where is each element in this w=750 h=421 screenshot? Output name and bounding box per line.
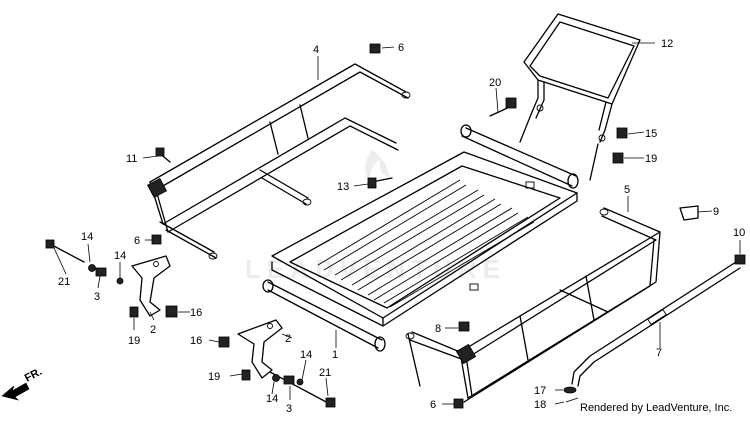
front-direction-indicator: FR. [1,366,44,401]
callout-6: 6 [398,42,404,54]
callout-6: 6 [430,399,436,411]
part-12-back-rack [519,13,641,181]
bolt-21-left [49,243,85,263]
callout-14: 14 [81,231,93,243]
spacer-3-lower [283,375,295,385]
callout-19: 19 [645,153,657,165]
callout-19: 19 [208,371,220,383]
callout-14: 14 [266,393,278,405]
front-arrow-icon [1,382,30,401]
callout-19: 19 [128,335,140,347]
screw-19-right [612,152,624,164]
spacer-3-left [95,267,107,277]
callout-3: 3 [286,403,292,415]
callout-labels: 4 6 12 20 15 19 11 13 5 9 10 6 14 14 21 … [58,38,745,415]
callout-9: 9 [713,206,719,218]
washer-14-lower-b [296,378,304,386]
callout-12: 12 [661,38,673,50]
callout-15: 15 [645,128,657,140]
part-2-bracket-upper [131,255,171,317]
callout-6: 6 [134,235,140,247]
bolt-21-lower [269,371,331,405]
nut-16-b [218,336,230,348]
callout-11: 11 [126,153,137,165]
callout-21: 21 [319,367,331,379]
screw-19-left [129,306,139,318]
callout-20: 20 [489,77,501,89]
washer-14-lower [272,374,280,382]
washer-17 [563,386,577,394]
callout-4: 4 [313,44,319,56]
callout-3: 3 [94,291,100,303]
callout-2: 2 [285,333,291,345]
callout-1: 1 [332,349,338,361]
leader-lines [53,42,741,405]
part-7-rod [571,261,741,387]
nut-6-bottom [453,398,464,409]
callout-7: 7 [656,347,662,359]
part-5-side-rail [405,207,661,403]
callout-8: 8 [435,323,441,335]
callout-14: 14 [114,250,126,262]
callout-14: 14 [300,349,312,361]
part-1-carrier-deck [262,124,579,352]
nut-6-top [369,43,381,54]
washer-14-left [88,264,96,272]
part-2-bracket-lower [237,319,283,379]
callout-2: 2 [150,324,156,336]
render-credit: Rendered by LeadVenture, Inc. [580,402,732,414]
callout-5: 5 [624,184,630,196]
pin-18 [565,397,579,403]
callout-18: 18 [534,399,546,411]
cap-10 [734,254,746,265]
washer-14-left-b [116,277,124,285]
cap-8 [458,321,470,332]
callout-16: 16 [190,307,202,319]
end-cap-9 [679,205,699,221]
nut-16-a [165,305,178,318]
fasteners [45,43,746,409]
callout-16: 16 [190,335,202,347]
nut-6-left [151,234,162,245]
callout-13: 13 [337,181,349,193]
front-direction-label: FR. [23,366,44,385]
nut-15 [616,127,628,139]
part-4-side-rail [146,63,411,260]
callout-10: 10 [733,227,745,239]
callout-21: 21 [58,276,70,288]
callout-17: 17 [534,385,546,397]
screw-19-lower [241,369,251,381]
